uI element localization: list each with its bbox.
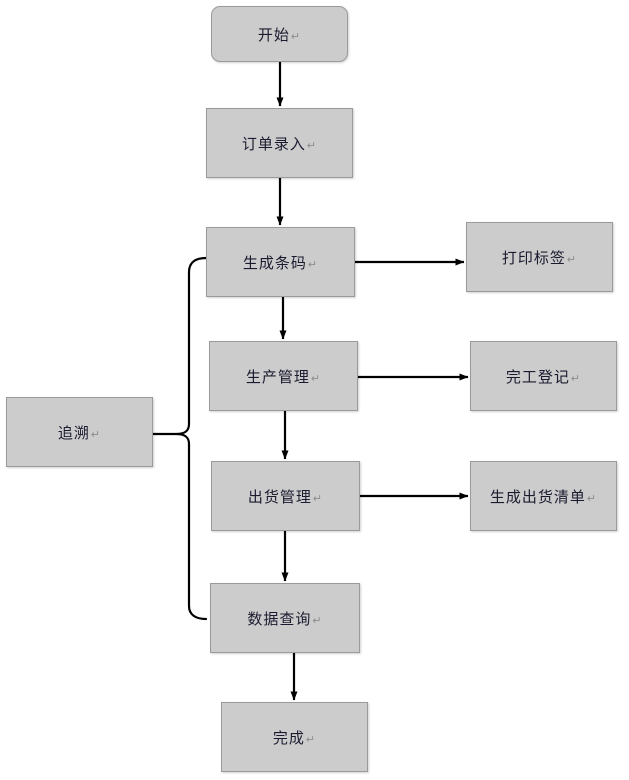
pilcrow-glyph: ↵ (310, 372, 322, 385)
node-order-entry[interactable]: 订单录入↵ (206, 108, 353, 178)
node-work-record-label: 完工登记↵ (505, 368, 582, 386)
node-trace-label: 追溯↵ (57, 424, 102, 442)
node-shipping[interactable]: 出货管理↵ (211, 461, 360, 531)
node-gen-barcode[interactable]: 生成条码↵ (206, 227, 355, 297)
node-gen-barcode-label: 生成条码↵ (242, 254, 319, 272)
pilcrow-glyph: ↵ (570, 372, 582, 385)
edge-trace-brace (151, 256, 208, 621)
node-production[interactable]: 生产管理↵ (209, 341, 358, 411)
pilcrow-glyph: ↵ (307, 258, 319, 271)
pilcrow-glyph: ↵ (306, 139, 318, 152)
node-print-label-label: 打印标签↵ (501, 249, 578, 267)
pilcrow-glyph: ↵ (290, 30, 302, 43)
node-gen-shiplist[interactable]: 生成出货清单↵ (470, 461, 617, 531)
node-order-entry-label: 订单录入↵ (241, 135, 318, 153)
pilcrow-glyph: ↵ (305, 733, 317, 746)
pilcrow-glyph: ↵ (566, 253, 578, 266)
node-work-record[interactable]: 完工登记↵ (470, 341, 617, 411)
node-data-query-label: 数据查询↵ (247, 610, 323, 628)
node-start[interactable]: 开始↵ (211, 6, 348, 62)
node-production-label: 生产管理↵ (245, 368, 322, 386)
node-print-label[interactable]: 打印标签↵ (466, 222, 613, 292)
node-shipping-label: 出货管理↵ (247, 488, 324, 506)
pilcrow-glyph: ↵ (312, 492, 324, 505)
node-finish[interactable]: 完成↵ (221, 702, 368, 772)
node-start-label: 开始↵ (257, 26, 302, 44)
pilcrow-glyph: ↵ (586, 492, 598, 505)
node-gen-shiplist-label: 生成出货清单↵ (489, 488, 598, 506)
node-data-query[interactable]: 数据查询↵ (210, 583, 360, 653)
pilcrow-glyph: ↵ (312, 614, 323, 627)
pilcrow-glyph: ↵ (90, 428, 102, 441)
node-finish-label: 完成↵ (272, 729, 317, 747)
node-trace[interactable]: 追溯↵ (6, 397, 153, 467)
